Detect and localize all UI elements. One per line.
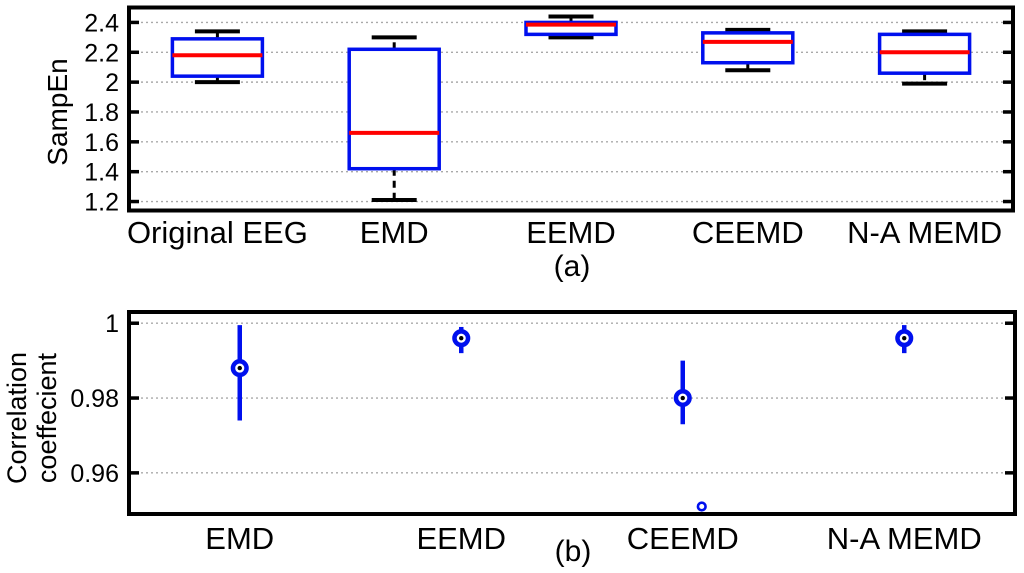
y-tick-label: 2 <box>105 69 119 97</box>
category-label: Original EEG <box>127 215 308 250</box>
y-tick-label: 0.96 <box>70 460 119 488</box>
plot-border <box>127 5 1015 213</box>
category-label: EMD <box>360 215 429 250</box>
y-tick-label: 0.98 <box>70 385 119 413</box>
outlier-marker <box>696 501 707 512</box>
category-label: N-A MEMD <box>827 521 982 556</box>
panel-a-ylabel: SampEn <box>42 58 73 166</box>
box <box>170 37 265 78</box>
y-tick-label: 1.4 <box>84 159 119 187</box>
category-label: CEEMD <box>692 215 804 250</box>
category-label: CEEMD <box>627 521 739 556</box>
median-marker-dot <box>459 335 464 341</box>
box <box>347 47 441 171</box>
panel-b-caption: (b) <box>554 535 592 568</box>
category-label: N-A MEMD <box>847 215 1002 250</box>
panel-a-caption: (a) <box>553 250 591 283</box>
category-label: EMD <box>205 521 274 556</box>
median-marker-dot <box>680 395 685 401</box>
category-label: EEMD <box>526 215 616 250</box>
y-tick-label: 1.6 <box>84 129 119 157</box>
median-marker-dot <box>902 335 907 341</box>
plot-border <box>127 310 1017 516</box>
y-tick-label: 2.4 <box>84 9 119 37</box>
panel-b-ylabel-line2: coeffecient <box>32 352 62 484</box>
y-tick-label: 1.8 <box>84 99 119 127</box>
y-tick-label: 1.2 <box>84 189 119 217</box>
y-tick-label: 1 <box>105 310 119 338</box>
box <box>701 31 795 65</box>
median-marker-dot <box>237 365 242 371</box>
panel-b-ylabel-line1: Correlation <box>2 351 32 485</box>
panel-b-ylabel: Correlation coeffecient <box>2 268 62 568</box>
category-label: EEMD <box>416 521 506 556</box>
box <box>524 20 618 37</box>
y-tick-label: 2.2 <box>84 39 119 67</box>
